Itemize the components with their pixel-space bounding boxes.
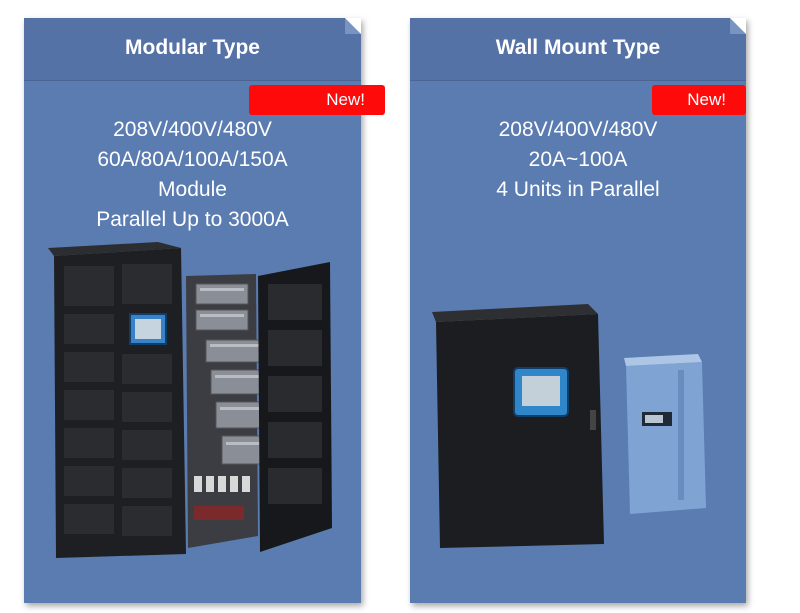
spec-line: 20A~100A [528, 148, 628, 171]
panel-title: Wall Mount Type [495, 36, 661, 59]
modular-type-panel: Modular Type New! 208V/400V/480V 60A/80A… [24, 18, 385, 603]
spec-line: 60A/80A/100A/150A [97, 148, 288, 171]
modular-cabinet-image [48, 242, 332, 558]
corner-fold [730, 18, 746, 34]
spec-list: 208V/400V/480V 60A/80A/100A/150A Module … [24, 115, 361, 235]
wall-mount-unit-image [432, 304, 706, 548]
panel-title: Modular Type [125, 36, 260, 59]
spec-line: Parallel Up to 3000A [96, 208, 289, 231]
spec-line: 208V/400V/480V [498, 118, 658, 141]
spec-line: 4 Units in Parallel [496, 178, 660, 201]
wall-mount-type-panel: Wall Mount Type New! 208V/400V/480V 20A~… [410, 18, 746, 603]
spec-list: 208V/400V/480V 20A~100A 4 Units in Paral… [410, 115, 746, 205]
panel-header: Wall Mount Type [410, 18, 746, 81]
new-badge: New! [652, 85, 746, 115]
corner-fold [345, 18, 361, 34]
new-badge: New! [249, 85, 385, 115]
spec-line: 208V/400V/480V [113, 118, 272, 141]
spec-line: Module [158, 178, 227, 201]
panel-header: Modular Type [24, 18, 361, 81]
